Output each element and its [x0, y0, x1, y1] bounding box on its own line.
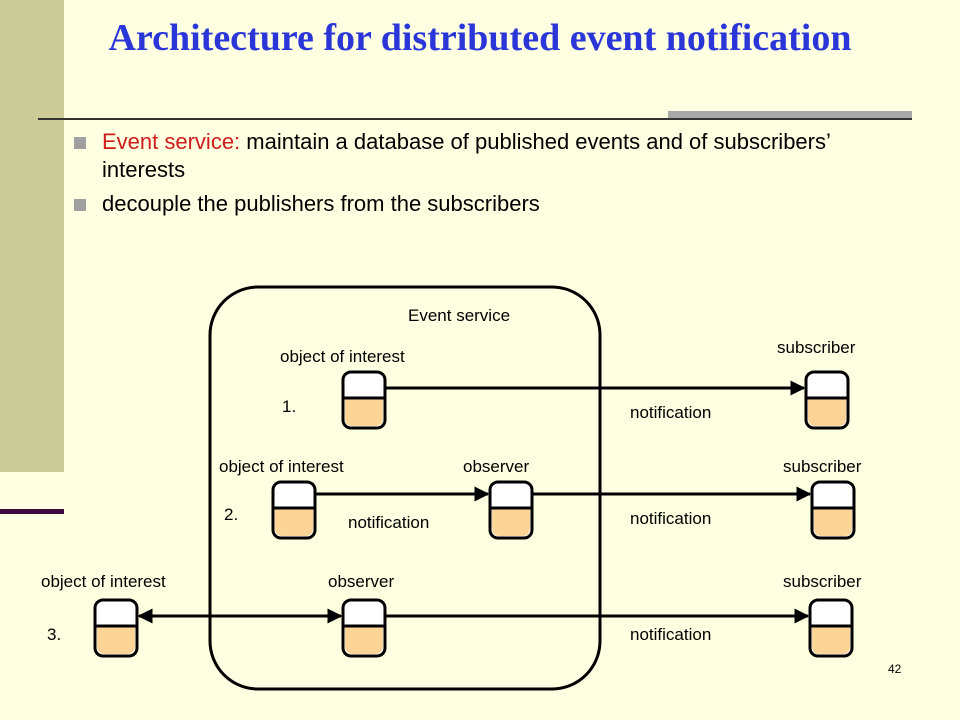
row2-object-node: [271, 480, 317, 540]
square-bullet-icon: [74, 199, 86, 211]
row3-object-label: object of interest: [41, 572, 166, 591]
row1-subscriber-node: [804, 370, 850, 430]
event-service-label: Event service: [408, 306, 510, 325]
bullet-list: Event service: maintain a database of pu…: [74, 128, 894, 224]
bullet-item: Event service: maintain a database of pu…: [74, 128, 894, 184]
left-accent-bar: [0, 0, 64, 472]
row2-subscriber-label: subscriber: [783, 457, 862, 476]
slide-title: Architecture for distributed event notif…: [108, 17, 852, 59]
row1-notification-label: notification: [630, 403, 711, 422]
row3-number: 3.: [47, 625, 61, 644]
square-bullet-icon: [74, 137, 86, 149]
row3-observer-label: observer: [328, 572, 394, 591]
row3-observer-node: [341, 598, 387, 658]
row2-subscriber-node: [810, 480, 856, 540]
row1-object-node: [341, 370, 387, 430]
row1-number: 1.: [282, 397, 296, 416]
row2-number: 2.: [224, 505, 238, 524]
row2-notification-inner-label: notification: [348, 513, 429, 532]
bullet-highlight: Event service:: [102, 129, 241, 154]
row2-object-label: object of interest: [219, 457, 344, 476]
title-rule: [38, 118, 912, 120]
row3-subscriber-label: subscriber: [783, 572, 862, 591]
bullet-text: maintain a database of published events …: [102, 129, 831, 182]
row2-observer-label: observer: [463, 457, 529, 476]
left-accent-line: [0, 509, 64, 514]
page-number: 42: [888, 662, 902, 676]
row3-notification-label: notification: [630, 625, 711, 644]
row2-notification-outer-label: notification: [630, 509, 711, 528]
row1-object-label: object of interest: [280, 347, 405, 366]
title-rule-accent: [668, 111, 912, 118]
row1-subscriber-label: subscriber: [777, 338, 856, 357]
bullet-item: decouple the publishers from the subscri…: [74, 190, 894, 218]
event-service-box: [208, 285, 602, 691]
bullet-text: decouple the publishers from the subscri…: [102, 191, 540, 216]
row3-subscriber-node: [808, 598, 854, 658]
row3-object-node: [93, 598, 139, 658]
row2-observer-node: [488, 480, 534, 540]
